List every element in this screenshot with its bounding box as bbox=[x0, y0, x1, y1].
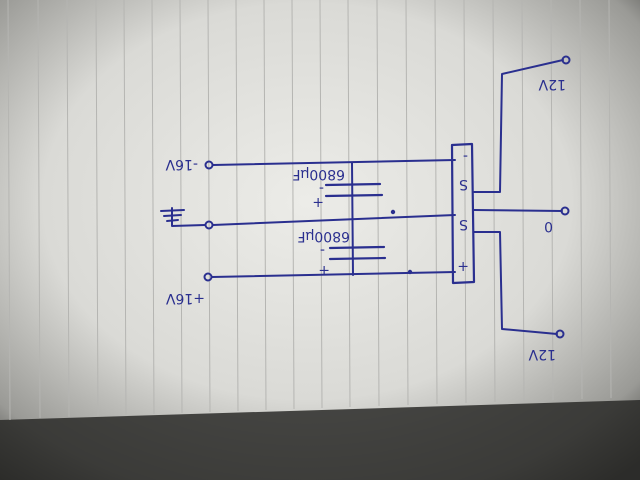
label-cap-top-minus: - bbox=[319, 180, 324, 196]
regulator-box bbox=[450, 142, 476, 285]
wire-out-bottom bbox=[473, 231, 558, 335]
terminal-out-bottom bbox=[555, 329, 565, 339]
wire-ground-rail bbox=[212, 214, 456, 226]
wire-neg-rail bbox=[212, 159, 456, 166]
label-reg-plus: + bbox=[457, 258, 469, 274]
label-pos-input: +16V bbox=[165, 290, 205, 306]
wire-out-mid bbox=[473, 209, 563, 212]
wire-pos-rail bbox=[211, 271, 456, 278]
wire-cap-bus bbox=[351, 162, 354, 276]
terminal-out-top bbox=[561, 55, 571, 65]
label-cap-top: 6800µF bbox=[292, 166, 345, 182]
label-cap-bottom-plus: + bbox=[318, 262, 330, 278]
cap-bottom-plate-a bbox=[328, 245, 386, 250]
ground-icon bbox=[160, 207, 206, 227]
cap-bottom-plate-b bbox=[328, 256, 387, 261]
wire-out-top bbox=[473, 59, 564, 193]
label-reg-wave1: S bbox=[459, 176, 468, 192]
cap-top-plate-b bbox=[324, 193, 384, 198]
label-reg-wave2: S bbox=[459, 216, 468, 232]
label-out-top: 12V bbox=[538, 76, 566, 92]
labels: -16V +16V 6800µF 6800µF + - + - - S S + … bbox=[165, 76, 566, 362]
circuit bbox=[160, 55, 571, 339]
label-reg-minus: - bbox=[463, 148, 468, 164]
junction-dot bbox=[390, 209, 396, 215]
junction-dot bbox=[407, 269, 413, 275]
label-neg-input: -16V bbox=[165, 156, 198, 172]
label-out-mid: 0 bbox=[544, 218, 553, 234]
label-cap-bottom: 6800µF bbox=[297, 228, 350, 244]
label-cap-bottom-minus: - bbox=[320, 242, 325, 258]
terminal-out-mid bbox=[560, 206, 570, 216]
page-edge-shadow bbox=[0, 400, 640, 480]
label-out-bottom: 12V bbox=[528, 346, 556, 362]
cap-top-plate-a bbox=[324, 182, 382, 187]
label-cap-top-plus: + bbox=[312, 194, 324, 210]
